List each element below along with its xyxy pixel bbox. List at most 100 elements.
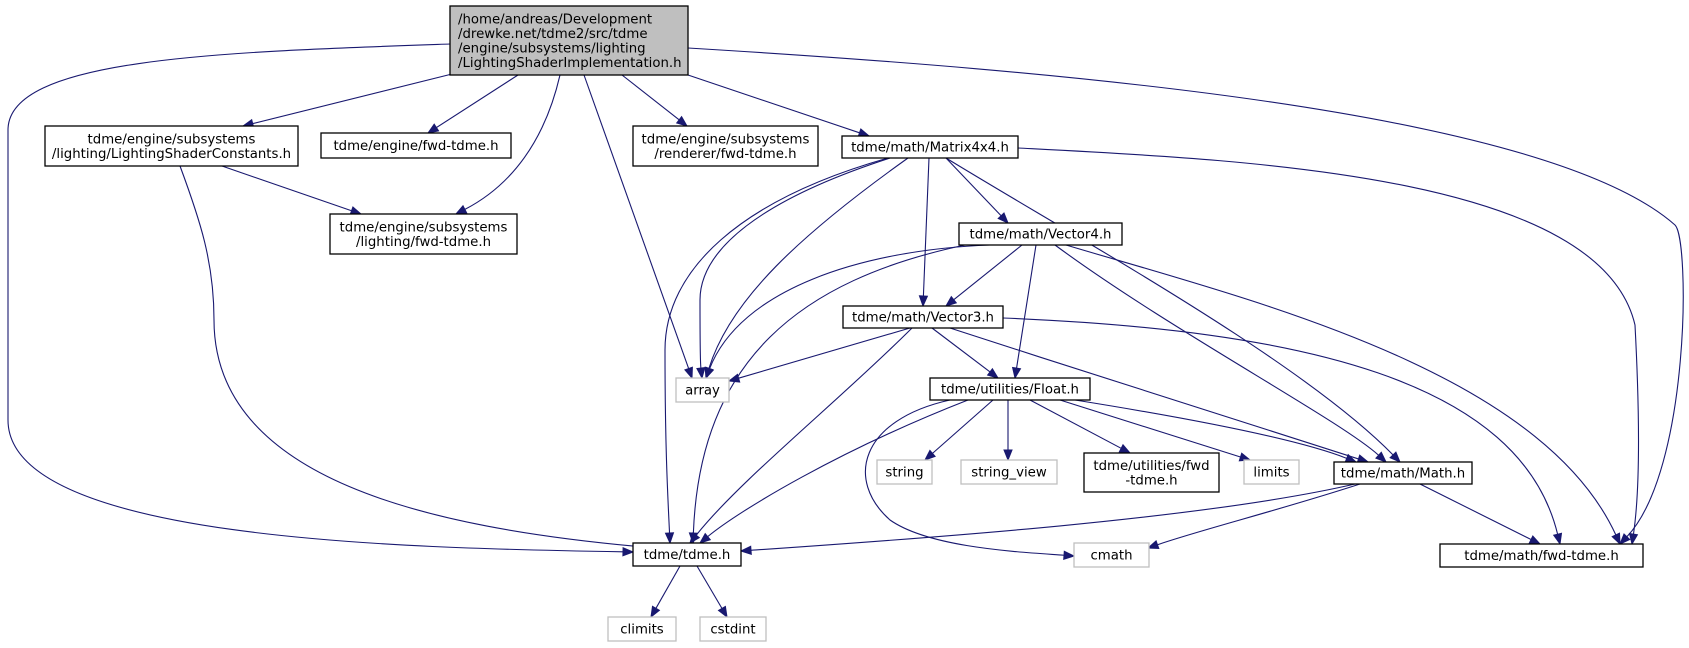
node-label-line: string_view [971,466,1047,481]
edge-line [708,157,909,369]
edge-root-to-arr [583,74,693,380]
node-label-line: tdme/math/Math.h [1341,467,1465,482]
node-lim: limits [1243,459,1300,485]
edge-mat-to-arr [696,157,891,380]
node-label-line: tdme/engine/subsystems [88,132,256,147]
node-efwd[interactable]: tdme/engine/fwd-tdme.h [320,132,512,159]
node-label-line: /drewke.net/tdme2/src/tdme [458,27,648,42]
edge-v4-to-math [1054,244,1387,463]
node-box [607,616,677,642]
edge-v4-to-arr [705,244,991,380]
edge-line [931,327,991,373]
edge-flt-to-tdme [698,399,969,544]
edge-line [738,327,911,379]
arrow-head [717,605,728,619]
node-box [632,542,742,567]
node-label-line: tdme/math/Vector4.h [970,228,1112,243]
node-box [1073,542,1150,568]
edge-v3-to-arr [727,327,911,383]
node-label-line: tdme/math/Vector3.h [852,311,994,326]
edge-line [949,327,1359,460]
edge-flt-to-str [923,399,994,461]
arrow-head [986,367,1000,379]
edge-v4-to-flt [1011,244,1037,380]
arrow-head [1611,532,1621,546]
edge-line [953,244,1023,301]
arrow-head [1628,532,1639,546]
node-label-line: tdme/engine/fwd-tdme.h [333,139,498,154]
edge-line [932,399,994,454]
node-label-line: climits [620,623,664,638]
edge-line [583,74,690,369]
node-math[interactable]: tdme/math/Math.h [1333,461,1473,485]
edge-mat-to-v4 [945,157,1009,224]
node-box [632,125,819,167]
node-v3[interactable]: tdme/math/Vector3.h [842,305,1004,329]
node-str: string [876,459,933,485]
node-box [929,377,1091,401]
edge-v3-to-flt [931,327,1000,379]
arrow-head [944,295,958,307]
node-label-line: cstdint [710,623,755,638]
arrow-head [622,547,635,557]
edge-v3-to-mfwd [1002,317,1563,546]
edge-line [436,74,519,129]
node-box [842,305,1004,329]
node-label-line: cmath [1090,549,1132,564]
node-label-line: /home/andreas/Development [458,12,652,27]
node-box [1083,452,1220,493]
edge-line [464,74,561,210]
edge-line [1016,244,1037,369]
edge-math-to-tdme [739,483,1356,556]
edge-line [692,244,966,534]
node-label-line: tdme/utilities/Float.h [941,383,1079,398]
node-rfwd[interactable]: tdme/engine/subsystems/renderer/fwd-tdme… [632,125,819,167]
edge-tdme-to-cstdint [696,565,728,619]
arrow-head [664,532,675,545]
node-tdme[interactable]: tdme/tdme.h [632,542,742,567]
arrow-head [1528,535,1542,545]
node-climits: climits [607,616,677,642]
node-label-line: tdme/math/fwd-tdme.h [1464,549,1619,564]
node-label-line: tdme/math/Matrix4x4.h [851,141,1009,156]
edge-line [621,74,680,121]
edge-line [707,399,969,538]
node-box [449,5,689,76]
edge-line [1419,483,1532,541]
node-flt[interactable]: tdme/utilities/Float.h [929,377,1091,401]
node-box [1243,459,1300,485]
edge-mat-to-arr [704,157,909,380]
arrow-head [1389,451,1401,463]
node-mat[interactable]: tdme/math/Matrix4x4.h [841,135,1019,159]
edge-root-to-mfwd [687,47,1684,545]
arrow-head [454,204,468,215]
edge-line [750,483,1356,551]
edge-line [695,327,913,536]
edge-tdme-to-climits [650,565,681,619]
edge-line [179,165,646,548]
arrow-head [1011,366,1022,380]
arrow-head [923,449,936,461]
edge-line [1002,317,1559,535]
edge-line [1017,147,1640,535]
edge-v3-to-tdme [689,327,913,545]
edge-line [655,565,681,609]
arrow-head [675,115,689,127]
node-arr: array [675,377,730,403]
edge-line [687,74,860,134]
edge-lsc-to-lfwd [221,165,363,216]
node-lfwd[interactable]: tdme/engine/subsystems/lighting/fwd-tdme… [329,213,518,255]
node-v4[interactable]: tdme/math/Vector4.h [958,222,1123,246]
node-label-line: array [685,384,720,399]
edge-flt-to-cmath [865,399,1076,561]
arrow-head [727,373,741,383]
edge-mat-to-math [945,157,1401,463]
node-lsc[interactable]: tdme/engine/subsystems/lighting/Lighting… [44,125,299,167]
arrow-head [650,605,661,619]
arrow-head [705,366,715,380]
edge-line [1157,483,1361,546]
node-mfwd[interactable]: tdme/math/fwd-tdme.h [1439,543,1644,568]
edge-line [7,43,624,553]
node-ufwd[interactable]: tdme/utilities/fwd-tdme.h [1083,452,1220,493]
